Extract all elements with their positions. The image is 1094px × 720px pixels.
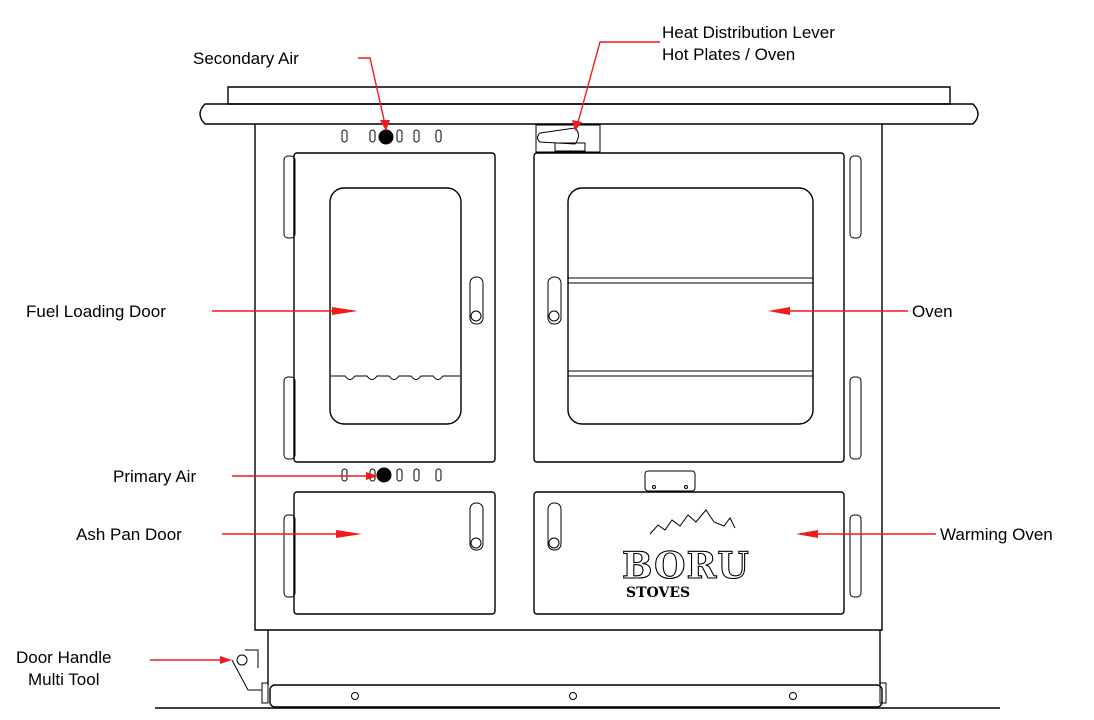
- warming-oven-door[interactable]: [533, 491, 862, 615]
- label-secondary-air: Secondary Air: [193, 49, 299, 68]
- stove-body: [155, 124, 1000, 709]
- label-primary-air: Primary Air: [113, 467, 196, 486]
- oven-door[interactable]: [533, 152, 862, 463]
- primary-air-knob[interactable]: [376, 467, 392, 483]
- label-heat-lever-line1: Heat Distribution Lever: [662, 23, 835, 42]
- annotation-labels: Secondary Air Heat Distribution Lever Ho…: [16, 23, 1053, 689]
- logo-sub: STOVES: [626, 585, 690, 601]
- label-door-handle-line2: Multi Tool: [28, 670, 100, 689]
- boru-stoves-logo: BORU STOVES: [621, 509, 750, 601]
- primary-air-vents[interactable]: [341, 467, 442, 483]
- secondary-air-knob[interactable]: [378, 129, 394, 145]
- secondary-air-vents[interactable]: [341, 129, 442, 145]
- logo-brand: BORU: [622, 545, 750, 587]
- annotation-leaders: [150, 41, 936, 666]
- label-fuel-loading-door: Fuel Loading Door: [26, 302, 166, 321]
- ash-pan-door[interactable]: [283, 491, 496, 615]
- warming-oven-vent-plate: [644, 470, 696, 492]
- fuel-loading-door[interactable]: [283, 152, 496, 463]
- label-warming-oven: Warming Oven: [940, 525, 1053, 544]
- label-oven: Oven: [912, 302, 953, 321]
- label-ash-pan-door: Ash Pan Door: [76, 525, 182, 544]
- heat-distribution-lever[interactable]: [535, 124, 601, 153]
- label-heat-lever-line2: Hot Plates / Oven: [662, 45, 795, 64]
- hot-plate-top: [199, 86, 979, 125]
- label-door-handle-line1: Door Handle: [16, 648, 111, 667]
